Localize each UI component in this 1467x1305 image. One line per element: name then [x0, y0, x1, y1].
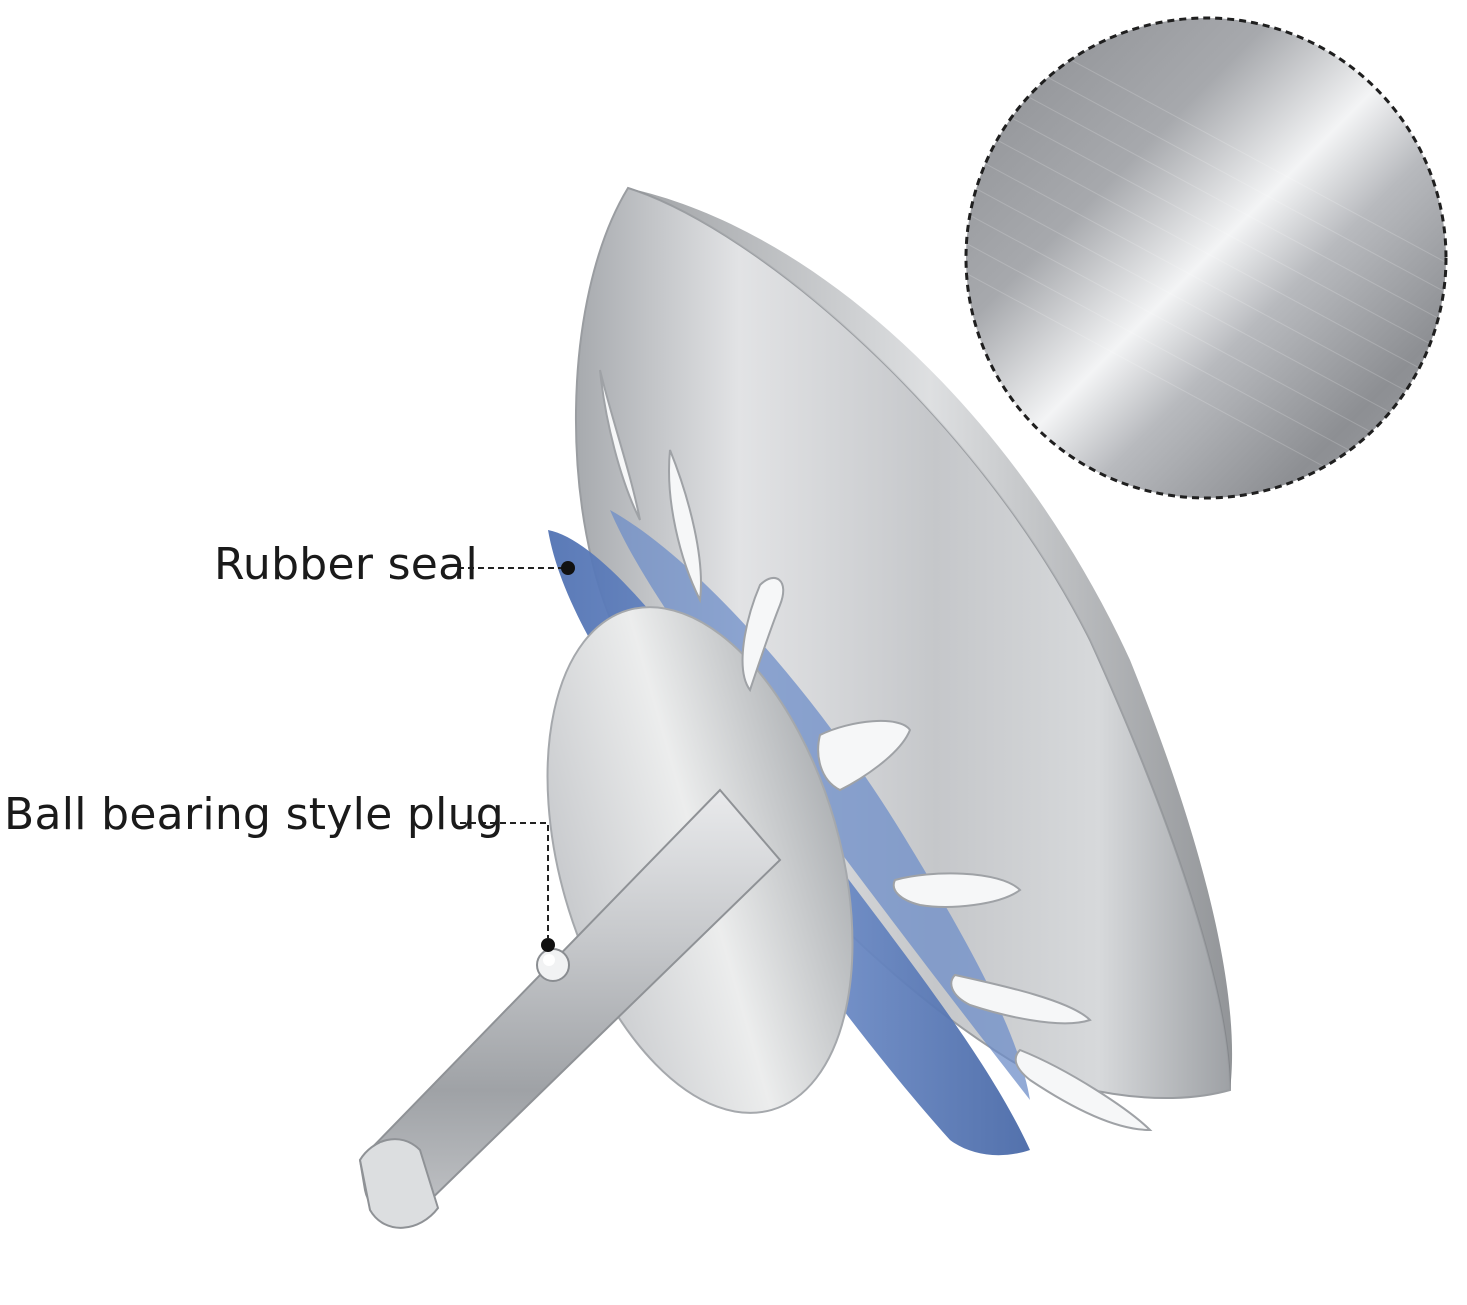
callout-rubber-seal-line	[458, 561, 575, 575]
callout-ball-bearing-line	[460, 822, 555, 952]
brushed-steel-swatch-icon	[964, 16, 1448, 500]
ball-bearing-plug-label: Ball bearing style plug	[4, 789, 505, 840]
rubber-seal-label: Rubber seal	[214, 539, 478, 590]
sink-strainer-plug-icon	[358, 186, 1233, 1229]
